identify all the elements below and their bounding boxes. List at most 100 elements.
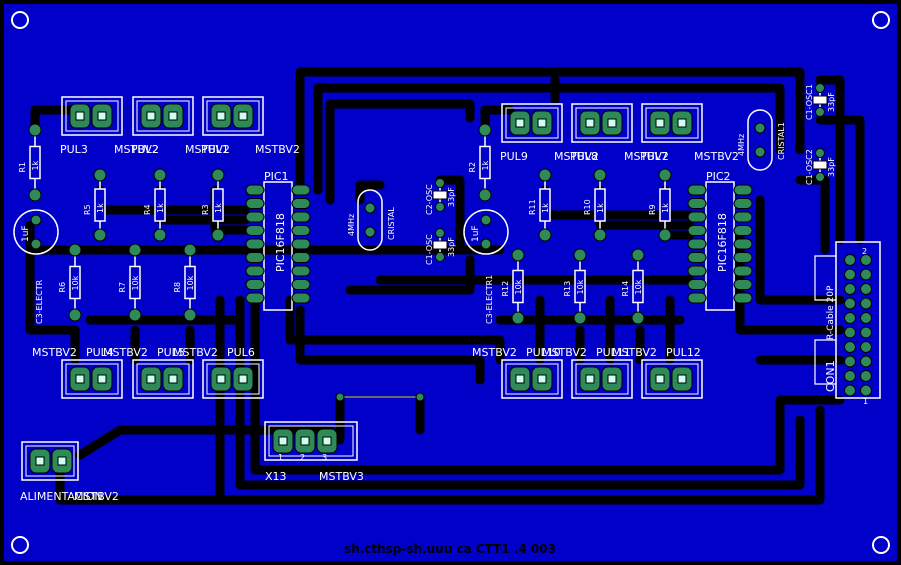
resistor-r1-value: 1k <box>31 160 40 170</box>
resistor-r11-value: 1k <box>541 203 550 213</box>
chip-pic2-label: PIC2 <box>706 170 731 183</box>
resistor-r6-pad-1 <box>68 243 82 257</box>
chip-pic2-pin-right-7 <box>733 265 753 277</box>
capacitor-c2-osc-pad-2 <box>435 202 445 212</box>
bottom-connector-2-pad-2-drill <box>168 374 178 384</box>
top-connector-6-pad-1-drill <box>655 118 665 128</box>
header-con1-pin-18 <box>860 370 872 382</box>
top-connector-1-inner <box>65 100 119 132</box>
chip-pic1-pin-right-5 <box>291 238 311 250</box>
bottom-connector-3-inner <box>206 363 260 395</box>
capacitor-c1-osc-ref: C1-OSC <box>425 234 434 265</box>
top-connector-3-inner <box>206 100 260 132</box>
top-connector-3-pad-2-drill <box>238 111 248 121</box>
top-connector-2-pad-2-drill <box>168 111 178 121</box>
bottom-connector-2-pad-1-drill <box>146 374 156 384</box>
capacitor-c1-osc-value: 33pF <box>447 237 456 257</box>
resistor-r3-body <box>212 188 224 222</box>
bottom-connector-4-inner <box>505 363 559 395</box>
header-con1-pin-5 <box>844 283 856 295</box>
capacitor-c1-osc1-pad-1 <box>815 83 825 93</box>
resistor-r9-pad-2 <box>658 228 672 242</box>
resistor-r12-pad-1 <box>511 248 525 262</box>
capacitor-c1-osc2-value: 33pF <box>827 157 836 177</box>
resistor-r7-pad-2 <box>128 308 142 322</box>
resistor-r13-ref: R13 <box>563 281 572 297</box>
crystal-1-ref: CRISTAL <box>387 207 396 240</box>
bottom-connector-5-pad-2-drill <box>607 374 617 384</box>
bottom-connector-5-label: MSTBV2 <box>542 346 587 359</box>
chip-pic2-pin-left-1 <box>687 184 707 196</box>
top-connector-4-pad-2-drill <box>537 118 547 128</box>
capacitor-c1-osc1-pad-2 <box>815 107 825 117</box>
electrolytic-1-pad-2 <box>30 238 42 250</box>
top-connector-5-inner <box>575 107 629 139</box>
crystal-1-pad-2 <box>364 226 376 238</box>
resistor-r4-pad-2 <box>153 228 167 242</box>
bottom-connector-3-label2: PUL6 <box>227 346 255 359</box>
resistor-r8-body <box>184 265 196 300</box>
header-con1-pin-14 <box>860 341 872 353</box>
chip-pic2-pin-left-7 <box>687 265 707 277</box>
chip-pic2-pin-left-8 <box>687 279 707 290</box>
electrolytic-2-outline <box>463 209 509 255</box>
top-connector-1-label2: MSTBV2 <box>114 143 159 156</box>
footer-text: sh.cthsp-sh.uuu ca CTT1 .4 003 <box>344 542 556 556</box>
x13-connector-inner <box>268 425 354 457</box>
chip-pic1-pin-right-1 <box>291 184 311 196</box>
ratsnest-via-left <box>335 392 345 402</box>
header-con1-pin1: 1 <box>863 397 868 406</box>
resistor-r5-ref: R5 <box>83 204 92 215</box>
x13-connector-outline <box>264 421 358 461</box>
header-con1-pin-6 <box>860 283 872 295</box>
top-connector-4-inner <box>505 107 559 139</box>
resistor-r6-pad-2 <box>68 308 82 322</box>
electrolytic-2-pad-1 <box>480 214 492 226</box>
top-connector-5-outline <box>571 103 633 143</box>
chip-pic2-pin-right-2 <box>733 198 753 209</box>
electrolytic-2-value: 1uF <box>471 225 481 242</box>
capacitor-c1-osc2-pad-2 <box>815 172 825 182</box>
resistor-r9-value: 1k <box>661 203 670 213</box>
top-connector-4-label2: MSTBV2 <box>554 150 599 163</box>
crystal-2-outline <box>747 109 773 171</box>
top-connector-3-pad-1-drill <box>216 111 226 121</box>
resistor-r2-pad-2 <box>478 188 492 202</box>
x13-pin-3: 3 <box>322 453 327 462</box>
top-connector-5-pad-2-drill <box>607 118 617 128</box>
capacitor-c2-osc-value: 33pF <box>447 187 456 207</box>
capacitor-c1-osc2-pad-1 <box>815 148 825 158</box>
resistor-r4-value: 1k <box>156 203 165 213</box>
bottom-connector-5-label2: PUL11 <box>596 346 631 359</box>
bottom-connector-2-outline <box>132 359 194 399</box>
chip-pic2-pin-right-3 <box>733 211 753 223</box>
resistor-r9-ref: R9 <box>648 204 657 215</box>
resistor-r4-pad-1 <box>153 168 167 182</box>
resistor-r9-body <box>659 188 671 222</box>
chip-pic1-pin-right-7 <box>291 265 311 277</box>
top-connector-2-inner <box>136 100 190 132</box>
header-con1-pin-16 <box>860 355 872 368</box>
header-con1-part: R-Cable 20P <box>826 285 836 340</box>
bottom-connector-4-label2: PUL10 <box>526 346 561 359</box>
bottom-connector-3-pad-2-drill <box>238 374 248 384</box>
crystal-2-freq: 4MHz <box>737 134 746 156</box>
ratsnest-via-right <box>415 392 425 402</box>
bottom-connector-5-outline <box>571 359 633 399</box>
top-connector-6-outline <box>641 103 703 143</box>
